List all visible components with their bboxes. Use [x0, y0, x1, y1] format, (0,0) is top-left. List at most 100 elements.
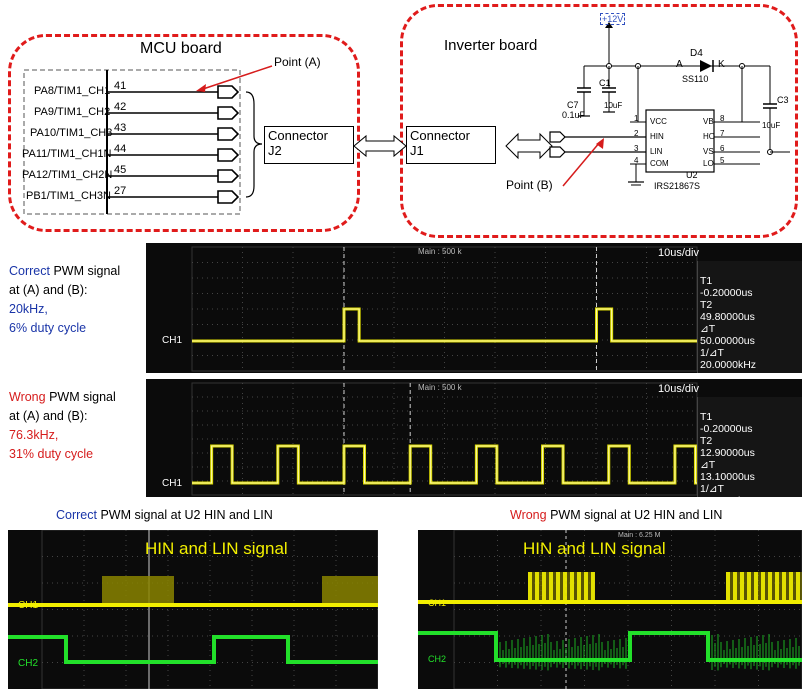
scope4-hin-burst-1-pulse: [584, 572, 588, 602]
scope4-hin-burst-1-pulse: [556, 572, 560, 602]
scope4-hin-burst-1-pulse: [591, 572, 595, 602]
connector-j1-line2: J1: [410, 143, 424, 158]
d4-cathode: K: [718, 59, 725, 70]
ic-pin6-num: 6: [720, 144, 725, 153]
scope1-invv: 20.0000kHz: [700, 359, 757, 371]
scope4-hin-burst-1-pulse: [577, 572, 581, 602]
d4-anode: A: [676, 59, 683, 70]
scope4-trace: [418, 530, 802, 689]
caption-wrong-freq: 76.3kHz,: [9, 428, 59, 442]
caption-correct-freq: 20kHz,: [9, 302, 48, 316]
pin-label-pa12: PA12/TIM1_CH2N: [22, 169, 113, 181]
scope3-ch2-label: CH2: [18, 658, 39, 669]
scope1-panel: Main : 500 k 10us/div CH1 T1 -0.20000us …: [146, 243, 802, 373]
bottom-right-rest: PWM signal at U2 HIN and LIN: [546, 508, 723, 522]
scope3-lin-waveform: [8, 635, 378, 664]
ic-pin-com: COM: [650, 159, 669, 168]
scope3-hin-pulse-1: [102, 576, 174, 604]
ic-pin3-num: 3: [634, 144, 639, 153]
ic-pin1-num: 1: [634, 114, 639, 123]
connector-j2-line1: Connector: [268, 128, 328, 143]
connector-j1: Connector J1: [406, 126, 496, 164]
scope4-hin-burst-2-pulse: [789, 572, 793, 602]
ic-pin-lin: LIN: [650, 147, 663, 156]
ic-pin-vb: VB: [703, 117, 714, 126]
c7-value: 0.1uF: [562, 110, 586, 120]
caption-correct: Correct PWM signal at (A) and (B): 20kHz…: [9, 262, 120, 338]
caption-correct-line2: at (A) and (B):: [9, 283, 88, 297]
scope2-t1: T1: [700, 411, 713, 423]
pin-num-41: 41: [114, 80, 127, 92]
scope4-hin-burst-2-pulse: [782, 572, 786, 602]
caption-wrong: Wrong PWM signal at (A) and (B): 76.3kHz…: [9, 388, 116, 464]
scope4-hin-burst-2-pulse: [740, 572, 744, 602]
scope4-hin-burst-2-pulse: [754, 572, 758, 602]
scope1-ch1-label: CH1: [162, 335, 183, 346]
scope1-t2: T2: [700, 299, 713, 311]
bottom-left-word: Correct: [56, 508, 97, 522]
ic-pin-vcc: VCC: [650, 117, 667, 126]
scope2-t2v: 12.90000us: [700, 447, 755, 459]
u2-label: U2: [686, 170, 698, 180]
scope4-hin-burst-2-pulse: [768, 572, 772, 602]
scope3-trace: [8, 530, 378, 689]
scope2-t2: T2: [700, 435, 713, 447]
scope2-readout: T1 -0.20000us T2 12.90000us ⊿T 13.10000u…: [697, 397, 802, 507]
pin-num-44: 44: [114, 143, 127, 155]
pin-num-43: 43: [114, 122, 127, 134]
ss110-label: SS110: [682, 74, 709, 84]
connector-j1-line1: Connector: [410, 128, 470, 143]
scope4-hin-burst-2-pulse: [775, 572, 779, 602]
scope1-top-label: Main : 500 k: [418, 247, 462, 256]
caption-wrong-line2: at (A) and (B):: [9, 409, 88, 423]
scope1-t1v: -0.20000us: [700, 287, 753, 299]
caption-wrong-duty: 31% duty cycle: [9, 447, 94, 461]
d4-label: D4: [690, 48, 703, 59]
point-a-label: Point (A): [274, 55, 321, 69]
connector-j2: Connector J2: [264, 126, 354, 164]
bottom-left-rest: PWM signal at U2 HIN and LIN: [96, 508, 273, 522]
scope2-inv: 1/⊿T: [700, 483, 724, 495]
pin-num-42: 42: [114, 101, 127, 113]
scope1-dtv: 50.00000us: [700, 335, 755, 347]
c7-label: C7: [567, 100, 579, 110]
scope3-hin-pulse-2: [322, 576, 378, 604]
scope3-ch1-label: CH1: [18, 600, 39, 611]
scope2-pwm-waveform-core: [192, 445, 697, 484]
caption-correct-word: Correct: [9, 264, 50, 278]
scope2-top-label: Main : 500 k: [418, 383, 462, 392]
pin-label-pa10: PA10/TIM1_CH3: [30, 127, 113, 139]
scope2-dt: ⊿T: [700, 459, 716, 471]
ic-pin8-num: 8: [720, 114, 725, 123]
scope2-ch1-label: CH1: [162, 478, 183, 489]
scope2-dtv: 13.10000us: [700, 471, 755, 483]
c3-value: 10uF: [762, 121, 781, 130]
ic-pin7-num: 7: [720, 129, 725, 138]
scope4-hin-burst-2-pulse: [796, 572, 800, 602]
scope4-hin-burst-2-pulse: [761, 572, 765, 602]
connector-j2-line2: J2: [268, 143, 282, 158]
ic-pin-lo: LO: [703, 159, 714, 168]
scope4-title: HIN and LIN signal: [523, 539, 666, 558]
scope2-invv: 76.3359kHz: [700, 495, 757, 507]
c3-label: C3: [777, 95, 789, 105]
scope4-top-label: Main : 6.25 M: [618, 532, 661, 539]
inverter-board-frame: [400, 4, 798, 238]
scope2-panel: Main : 500 k 10us/div CH1 T1 -0.20000us …: [146, 379, 802, 507]
inverter-board-title: Inverter board: [444, 37, 538, 54]
ic-pin2-num: 2: [634, 129, 639, 138]
bottom-right-word: Wrong: [510, 508, 547, 522]
scope4-hin-burst-1-pulse: [563, 572, 567, 602]
pin-label-pa8: PA8/TIM1_CH1: [34, 85, 111, 97]
caption-correct-duty: 6% duty cycle: [9, 321, 87, 335]
scope2-t1v: -0.20000us: [700, 423, 753, 435]
scope2-timebase: 10us/div: [658, 383, 699, 395]
scope1-t1: T1: [700, 275, 713, 287]
ic-pin-ho: HO: [703, 132, 715, 141]
point-b-label: Point (B): [506, 178, 553, 192]
scope2-trace: [191, 382, 698, 496]
scope4-lin-waveform: [418, 631, 802, 662]
caption-correct-rest: PWM signal: [49, 264, 121, 278]
ic-pin-vs: VS: [703, 147, 714, 156]
caption-wrong-word: Wrong: [9, 390, 46, 404]
